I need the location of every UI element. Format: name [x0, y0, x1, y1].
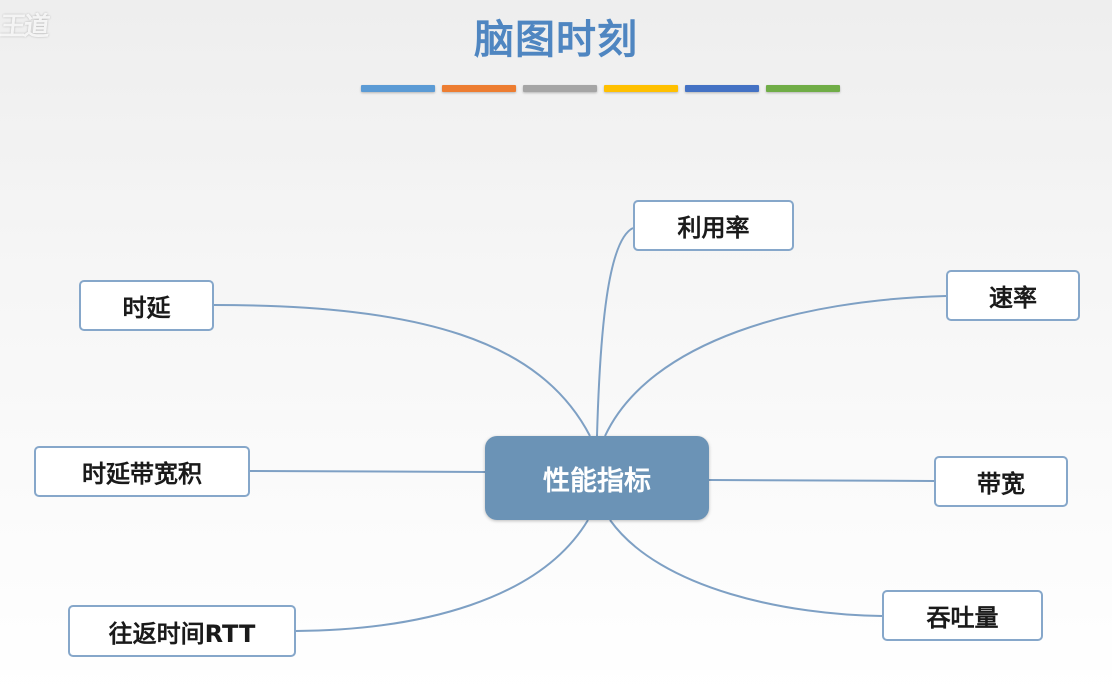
- color-bar-strip: [361, 85, 840, 93]
- connector-throughput: [609, 519, 883, 617]
- color-bar: [523, 85, 597, 92]
- node-throughput: 吞吐量: [882, 590, 1043, 641]
- page-title: 脑图时刻: [474, 17, 638, 63]
- color-bar: [361, 85, 435, 92]
- color-bar: [685, 85, 759, 92]
- color-bar: [766, 85, 840, 92]
- connector-delay: [213, 304, 591, 437]
- connector-rate: [604, 295, 947, 437]
- node-delay-bandwidth-product: 时延带宽积: [34, 446, 250, 497]
- connector-rtt: [295, 519, 589, 632]
- connector-utilization: [596, 227, 634, 437]
- node-utilization: 利用率: [633, 200, 794, 251]
- node-bandwidth: 带宽: [934, 456, 1068, 507]
- color-bar: [442, 85, 516, 92]
- color-bar: [604, 85, 678, 92]
- connector-delay-bandwidth-product: [249, 470, 486, 473]
- connector-bandwidth: [708, 479, 935, 482]
- node-rtt: 往返时间RTT: [68, 605, 296, 657]
- center-node: 性能指标: [485, 436, 709, 520]
- node-delay: 时延: [79, 280, 214, 331]
- node-rate: 速率: [946, 270, 1080, 321]
